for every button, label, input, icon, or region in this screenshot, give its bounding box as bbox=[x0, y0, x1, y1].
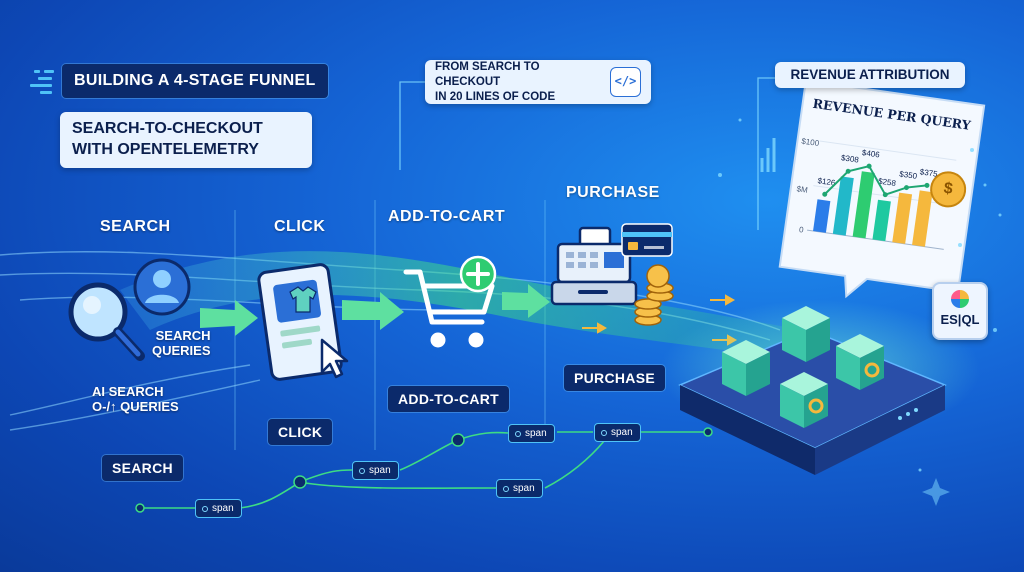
code-callout-line1: FROM SEARCH TO CHECKOUT bbox=[435, 60, 540, 88]
ai-queries-line1: AI SEARCH bbox=[92, 384, 164, 399]
magnifier-icon bbox=[68, 282, 145, 361]
header-subtitle: SEARCH-TO-CHECKOUT WITH OPENTELEMETRY bbox=[60, 112, 312, 168]
revenue-trend-point bbox=[822, 191, 828, 197]
search-queries-label: SEARCH QUERIES bbox=[152, 328, 211, 358]
span-label: span bbox=[525, 428, 547, 439]
span-pill: span bbox=[594, 423, 641, 442]
coins-icon bbox=[634, 264, 674, 326]
revenue-bar bbox=[872, 199, 891, 242]
header-subtitle-line1: SEARCH-TO-CHECKOUT bbox=[72, 120, 263, 137]
revenue-trend-point bbox=[903, 185, 909, 191]
revenue-trend-line bbox=[824, 165, 928, 196]
revenue-trend-point bbox=[882, 192, 888, 198]
span-pill: span bbox=[195, 499, 242, 518]
span-node-icon bbox=[503, 485, 509, 492]
span-node-icon bbox=[515, 430, 521, 437]
cash-register-icon bbox=[550, 226, 638, 306]
revenue-bar bbox=[912, 190, 933, 247]
header-title: BUILDING A 4-STAGE FUNNEL bbox=[62, 64, 328, 98]
revenue-card: REVENUE PER QUERY $100 $M 0 $126$308$406… bbox=[779, 81, 984, 294]
code-callout-text: FROM SEARCH TO CHECKOUT IN 20 LINES OF C… bbox=[435, 60, 602, 105]
cursor-icon bbox=[320, 338, 349, 379]
bottom-tag-purchase: PURCHASE bbox=[564, 365, 665, 391]
bottom-tag-search: SEARCH bbox=[102, 455, 183, 481]
stage-label-purchase: PURCHASE bbox=[566, 184, 660, 201]
span-trace-network bbox=[138, 431, 708, 509]
ai-queries-label: AI SEARCH O-/↑ QUERIES bbox=[92, 384, 179, 414]
span-pill: span bbox=[496, 479, 543, 498]
span-label: span bbox=[212, 503, 234, 514]
revenue-bars: $126 $308$406 $258$350$375 bbox=[813, 148, 939, 247]
revenue-value-label: $350 bbox=[899, 169, 918, 180]
revenue-value-label: $258 bbox=[878, 177, 897, 188]
header-dashes bbox=[30, 70, 54, 94]
span-pill: span bbox=[352, 461, 399, 480]
revenue-bar bbox=[813, 199, 831, 233]
code-callout-line2: IN 20 LINES OF CODE bbox=[435, 90, 556, 103]
revenue-value-label: $126 bbox=[817, 176, 836, 187]
span-node-icon bbox=[601, 429, 607, 436]
elastic-logo-icon bbox=[951, 290, 969, 308]
ai-queries-line2: O-/↑ QUERIES bbox=[92, 399, 179, 414]
bottom-tag-add-to-cart: ADD-TO-CART bbox=[388, 386, 510, 412]
revenue-value-label: $308 bbox=[840, 153, 859, 164]
stage-label-search: SEARCH bbox=[100, 218, 171, 235]
esql-label: ES|QL bbox=[940, 312, 980, 327]
revenue-value-label: $375 bbox=[919, 167, 938, 178]
revenue-trend-point bbox=[924, 182, 930, 188]
revenue-bar bbox=[852, 171, 875, 239]
user-icon bbox=[133, 258, 191, 316]
plus-icon bbox=[459, 255, 497, 293]
bottom-tag-click: CLICK bbox=[268, 419, 333, 445]
search-queries-line2: QUERIES bbox=[152, 343, 211, 358]
stage-label-add-to-cart: ADD-TO-CART bbox=[388, 208, 506, 225]
revenue-bar bbox=[892, 192, 913, 244]
revenue-trend-point bbox=[866, 163, 872, 169]
code-callout: FROM SEARCH TO CHECKOUT IN 20 LINES OF C… bbox=[425, 60, 651, 104]
revenue-attribution-tag: REVENUE ATTRIBUTION bbox=[775, 62, 965, 88]
credit-card-icon bbox=[621, 223, 673, 257]
span-label: span bbox=[513, 483, 535, 494]
header-subtitle-line2: WITH OPENTELEMETRY bbox=[72, 141, 259, 158]
cube-icon bbox=[722, 306, 884, 428]
span-pill: span bbox=[508, 424, 555, 443]
span-label: span bbox=[611, 427, 633, 438]
revenue-trend-point bbox=[845, 168, 851, 174]
span-node-icon bbox=[359, 467, 365, 474]
code-icon: </> bbox=[610, 67, 641, 97]
search-queries-line1: SEARCH bbox=[155, 328, 211, 343]
revenue-bar bbox=[832, 176, 854, 236]
cart-icon bbox=[403, 269, 495, 348]
revenue-value-label: $406 bbox=[861, 148, 880, 159]
shirt-icon bbox=[289, 286, 317, 313]
span-node-icon bbox=[202, 505, 208, 512]
span-label: span bbox=[369, 465, 391, 476]
stage-label-click: CLICK bbox=[274, 218, 326, 235]
esql-badge: ES|QL bbox=[932, 282, 988, 340]
